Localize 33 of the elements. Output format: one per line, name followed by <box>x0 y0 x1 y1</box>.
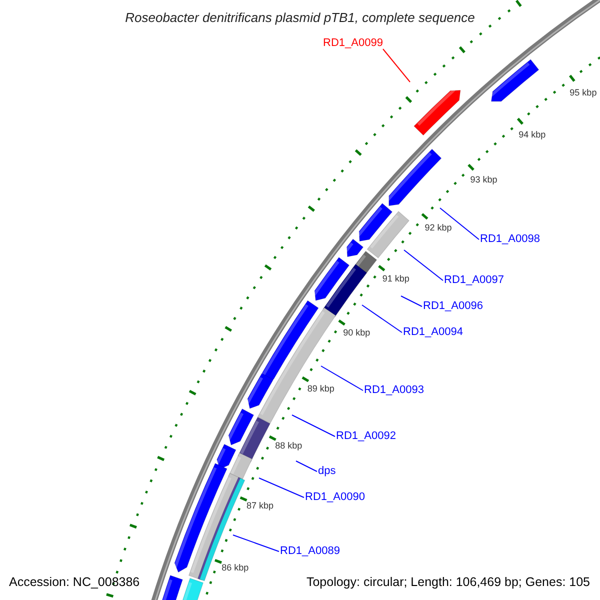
leader-line <box>404 250 444 281</box>
position-label: 95 kbp <box>570 88 597 98</box>
sequence-info-text: Topology: circular; Length: 106,469 bp; Genes: 105 <box>306 576 590 588</box>
gene-label: RD1_A0093 <box>364 385 424 396</box>
gene-label: RD1_A0094 <box>403 327 463 338</box>
position-label: 86 kbp <box>222 563 249 572</box>
position-label: 93 kbp <box>470 176 498 185</box>
position-label: 91 kbp <box>382 274 410 284</box>
leader-line <box>292 414 336 437</box>
position-label: 89 kbp <box>307 384 334 393</box>
leader-line <box>400 296 422 307</box>
position-label: 87 kbp <box>246 502 274 511</box>
gene-label: RD1_A0099 <box>323 38 383 49</box>
gene-label: RD1_A0089 <box>280 546 340 557</box>
accession-text: Accession: NC_008386 <box>9 576 140 588</box>
leader-line <box>232 534 280 552</box>
leader-line <box>440 208 480 240</box>
gene-label: RD1_A0098 <box>480 234 540 245</box>
leader-line <box>320 366 364 391</box>
position-label: 88 kbp <box>275 442 302 451</box>
gene-label: RD1_A0092 <box>336 431 396 442</box>
leader-line <box>258 478 304 498</box>
position-label: 94 kbp <box>518 130 546 140</box>
gene-label: RD1_A0096 <box>423 301 483 312</box>
gene-label: dps <box>318 466 336 477</box>
leader-line <box>296 460 318 472</box>
leader-line <box>362 304 402 333</box>
position-label: 90 kbp <box>343 328 370 338</box>
leader-line <box>382 48 410 82</box>
title: Roseobacter denitrificans plasmid pTB1, complete sequence <box>124 10 476 25</box>
gene-label: RD1_A0097 <box>444 275 504 286</box>
gene-label: RD1_A0090 <box>305 492 365 503</box>
position-label: 92 kbp <box>424 224 452 233</box>
